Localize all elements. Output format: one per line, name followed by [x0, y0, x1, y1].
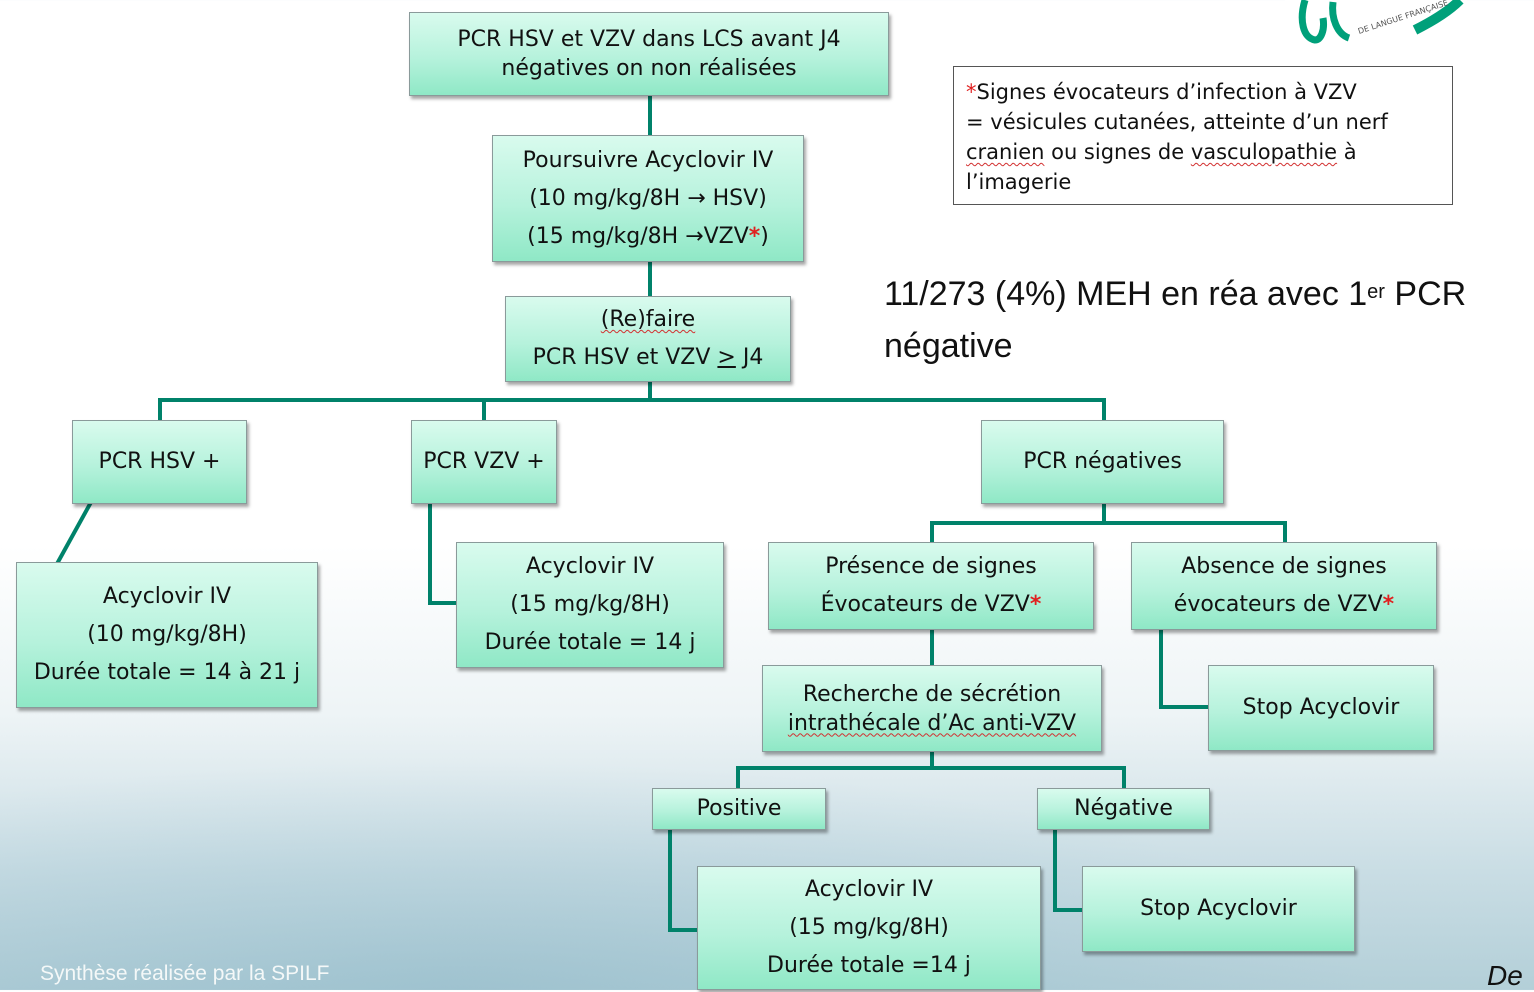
statistic-part-2: PCR	[1384, 275, 1467, 313]
box-redo-pcr-line-1: (Re)faire	[601, 301, 695, 339]
positive-label: Positive	[696, 796, 782, 821]
hsv-treatment-line-2: (10 mg/kg/8H)	[87, 622, 247, 647]
box-redo-pcr-line-2: PCR HSV et VZV > J4	[533, 339, 764, 377]
signs-absent-line-2: évocateurs de VZV*	[1174, 586, 1394, 624]
box-continue-acyclovir-line-3: (15 mg/kg/8H →VZV*)	[527, 218, 769, 256]
note-line-4: l’imagerie	[966, 170, 1072, 194]
box-continue-acyclovir-line-2: (10 mg/kg/8H → HSV)	[529, 185, 767, 211]
box-continue-acyclovir: Poursuivre Acyclovir IV (10 mg/kg/8H → H…	[492, 135, 804, 262]
box-continue-acyclovir-line-1: Poursuivre Acyclovir IV	[522, 147, 774, 173]
asterisk: *	[748, 223, 761, 249]
box-positive: Positive	[652, 788, 826, 830]
statistic-superscript: er	[1367, 281, 1385, 303]
connector-negative-to-stop	[1053, 828, 1084, 912]
box-pcr-vzv-label: PCR VZV +	[423, 449, 545, 474]
vzv-treatment-line-3: Durée totale = 14 j	[484, 630, 696, 655]
asterisk: *	[1382, 592, 1395, 617]
box-pcr-hsv-label: PCR HSV +	[98, 449, 221, 474]
signs-absent-line-1: Absence de signes	[1181, 554, 1387, 579]
box-negative: Négative	[1037, 788, 1210, 830]
box-redo-pcr: (Re)faire PCR HSV et VZV > J4	[505, 296, 791, 382]
note-text-1: Signes évocateurs d’infection à VZV	[976, 80, 1357, 104]
box-pcr-hsv-positive: PCR HSV +	[72, 420, 247, 504]
closing-paren: )	[760, 223, 769, 249]
footer-right-fragment: De	[1487, 960, 1523, 991]
statistic-part-1: 11/273 (4%) MEH en réa avec 1	[884, 275, 1368, 313]
stop-acyclovir-1-label: Stop Acyclovir	[1242, 695, 1400, 720]
note-vzv-signs: *Signes évocateurs d’infection à VZV = v…	[953, 66, 1453, 205]
search-intrathecal-line-2: intrathécale d’Ac anti-VZV	[787, 710, 1077, 736]
final-treatment-line-2: (15 mg/kg/8H)	[789, 915, 949, 940]
search-intrathecal-line-1: Recherche de sécrétion	[802, 681, 1062, 707]
connector-vzv-to-treatment	[428, 502, 458, 605]
connector-redo-to-branches	[158, 380, 1106, 422]
box-signs-present: Présence de signes Évocateurs de VZV*	[768, 542, 1094, 630]
connector-search-to-results	[736, 750, 1126, 790]
box-pcr-negatives-label: PCR négatives	[1023, 449, 1182, 474]
statistic-line-2: négative	[884, 327, 1013, 365]
final-treatment-line-1: Acyclovir IV	[804, 877, 934, 902]
note-text-6: à	[1337, 140, 1357, 164]
hsv-treatment-line-3: Durée totale = 14 à 21 j	[33, 660, 301, 685]
logo: DE LANGUE FRANÇAISE	[1285, 0, 1467, 52]
note-text-5: vasculopathie	[1190, 140, 1338, 164]
connector-absent-to-stop	[1159, 628, 1210, 709]
greater-equal-sign: >	[717, 345, 736, 370]
box-hsv-treatment: Acyclovir IV (10 mg/kg/8H) Durée totale …	[16, 562, 318, 708]
vzv-treatment-line-1: Acyclovir IV	[525, 554, 655, 579]
connector-negatives-to-signs	[930, 502, 1287, 544]
note-line-3: cranien ou signes de vasculopathie à	[966, 137, 1440, 167]
box-vzv-treatment: Acyclovir IV (15 mg/kg/8H) Durée totale …	[456, 542, 724, 668]
final-treatment-line-3: Durée totale =14 j	[767, 953, 971, 978]
footer-credit: Synthèse réalisée par la SPILF	[40, 962, 330, 985]
note-text-3: cranien	[966, 140, 1045, 164]
note-line-2: = vésicules cutanées, atteinte d’un nerf	[966, 110, 1388, 134]
statistic-text: 11/273 (4%) MEH en réa avec 1er PCR néga…	[884, 268, 1534, 372]
signs-present-line-2: Évocateurs de VZV*	[821, 586, 1042, 624]
hsv-treatment-line-1: Acyclovir IV	[102, 584, 232, 609]
box-search-intrathecal: Recherche de sécrétion intrathécale d’Ac…	[762, 665, 1102, 752]
box-stop-acyclovir-2: Stop Acyclovir	[1082, 866, 1355, 952]
note-text-4: ou signes de	[1044, 140, 1191, 164]
box-initial-pcr-line-2: négatives on non réalisées	[501, 56, 797, 81]
box-final-treatment: Acyclovir IV (15 mg/kg/8H) Durée totale …	[697, 866, 1041, 990]
statistic-line-1: 11/273 (4%) MEH en réa avec 1er PCR	[884, 268, 1534, 320]
box-initial-pcr: PCR HSV et VZV dans LCS avant J4 négativ…	[409, 12, 889, 96]
connector-positive-to-treatment	[668, 828, 699, 932]
connector-hsv-to-treatment	[55, 501, 93, 565]
line-3-text: (15 mg/kg/8H →VZV	[527, 223, 749, 249]
vzv-treatment-line-2: (15 mg/kg/8H)	[510, 592, 670, 617]
redo-line-2-text: PCR HSV et VZV	[532, 345, 718, 370]
box-signs-absent: Absence de signes évocateurs de VZV*	[1131, 542, 1437, 630]
negative-label: Négative	[1074, 796, 1173, 821]
box-pcr-negatives: PCR négatives	[981, 420, 1224, 504]
box-stop-acyclovir-1: Stop Acyclovir	[1208, 665, 1434, 751]
redo-line-2-suffix: J4	[735, 345, 764, 370]
box-initial-pcr-line-1: PCR HSV et VZV dans LCS avant J4	[457, 27, 841, 52]
note-line-1: *Signes évocateurs d’infection à VZV	[966, 77, 1440, 107]
signs-present-line-1: Présence de signes	[825, 554, 1037, 579]
signs-present-line-2-text: Évocateurs de VZV	[820, 592, 1030, 617]
asterisk: *	[1029, 592, 1042, 617]
stop-acyclovir-2-label: Stop Acyclovir	[1140, 896, 1297, 921]
signs-absent-line-2-text: évocateurs de VZV	[1173, 592, 1383, 617]
box-pcr-vzv-positive: PCR VZV +	[411, 420, 557, 504]
redo-text: (Re)faire	[600, 307, 696, 332]
note-asterisk: *	[966, 80, 977, 104]
